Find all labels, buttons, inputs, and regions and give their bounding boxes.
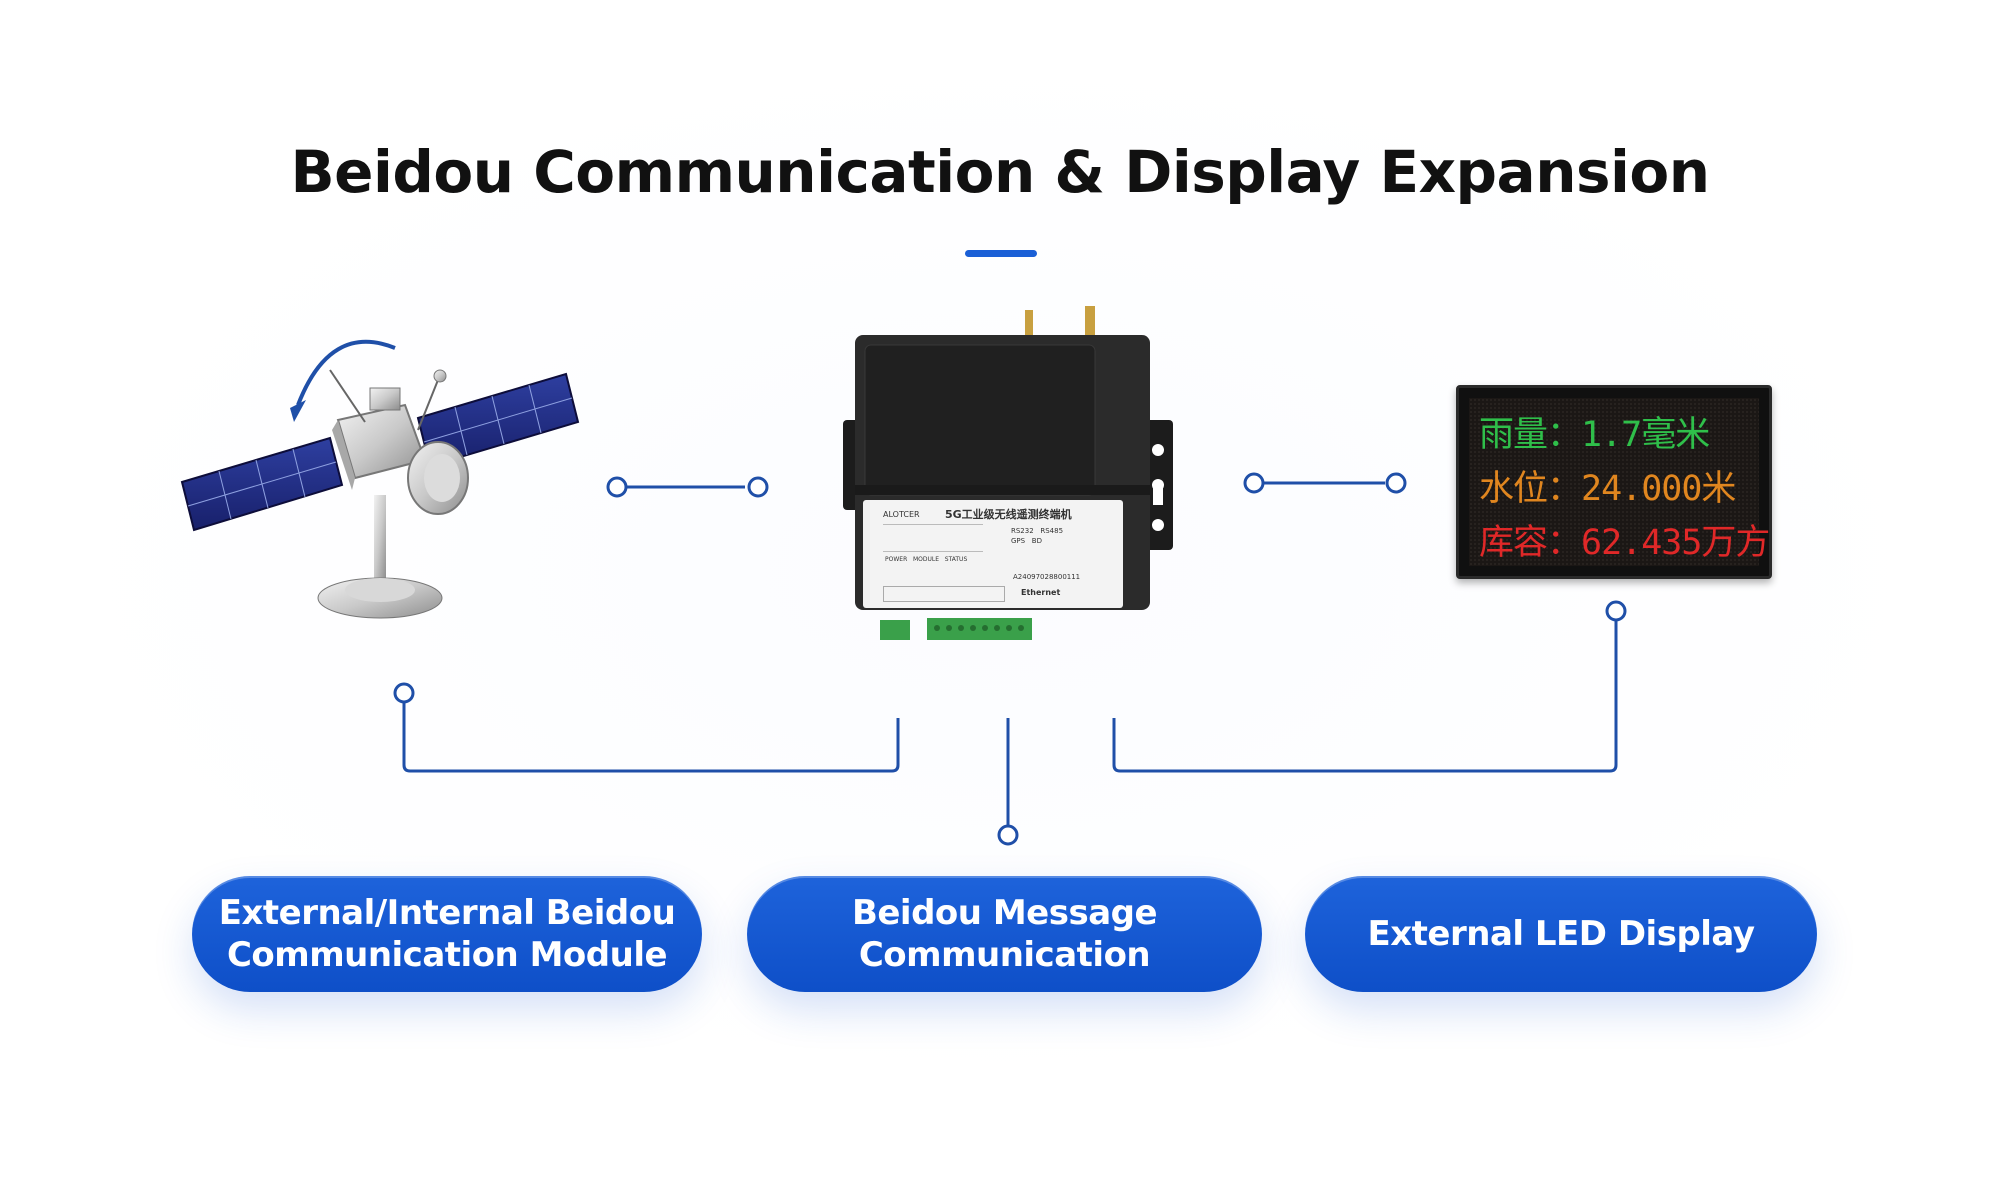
connector-node xyxy=(1605,600,1627,622)
spec-rs485: RS485 xyxy=(1040,527,1064,535)
spec-rs232: RS232 xyxy=(1011,527,1034,535)
spec-power: POWER xyxy=(885,556,908,563)
connector-node xyxy=(997,824,1019,846)
connector-node xyxy=(1243,472,1265,494)
connector-right-bracket xyxy=(1112,620,1618,773)
led-row-water-level: 水位：24.000米 xyxy=(1479,469,1736,509)
pill-module-line-2: Communication Module xyxy=(226,935,668,975)
satellite-icon xyxy=(180,339,580,619)
spec-module: MODULE xyxy=(912,556,940,563)
led-display: 雨量：1.7毫米 水位：24.000米 库容：62.435万方 xyxy=(1456,385,1772,579)
connector-node xyxy=(393,682,415,704)
connector-node xyxy=(747,476,769,498)
led-screen: 雨量：1.7毫米 水位：24.000米 库容：62.435万方 xyxy=(1469,398,1770,566)
device-label-plate: ALOTCER 5G工业级无线遥测终端机 RS232 RS485 GPS BD … xyxy=(863,500,1123,608)
led-row-rainfall: 雨量：1.7毫米 xyxy=(1479,415,1710,455)
spec-bd: BD xyxy=(1031,537,1042,545)
pill-message-line-2: Communication xyxy=(858,935,1151,975)
connector-left-bracket xyxy=(402,702,900,773)
page-title: Beidou Communication & Display Expansion xyxy=(290,138,1710,206)
device-port-label: Ethernet xyxy=(1021,588,1061,597)
connector-node xyxy=(606,476,628,498)
pill-message-line-1: Beidou Message xyxy=(851,893,1158,933)
rtu-device: ALOTCER 5G工业级无线遥测终端机 RS232 RS485 GPS BD … xyxy=(835,300,1175,640)
device-model-title: 5G工业级无线遥测终端机 xyxy=(945,508,1072,521)
spec-gps: GPS xyxy=(1011,537,1026,545)
pill-module-line-1: External/Internal Beidou xyxy=(218,893,676,933)
spec-status: STATUS xyxy=(944,556,968,563)
led-row-capacity: 库容：62.435万方 xyxy=(1479,523,1770,563)
connector-node xyxy=(1385,472,1407,494)
pill-led-label: External LED Display xyxy=(1367,914,1756,954)
device-brand: ALOTCER xyxy=(883,510,920,519)
device-serial: A24097028800111 xyxy=(1013,573,1081,581)
pill-beidou-module: External/Internal Beidou Communication M… xyxy=(192,876,702,992)
pill-beidou-message: Beidou Message Communication xyxy=(747,876,1262,992)
title-underline xyxy=(965,250,1037,257)
pill-led-display: External LED Display xyxy=(1305,876,1817,992)
